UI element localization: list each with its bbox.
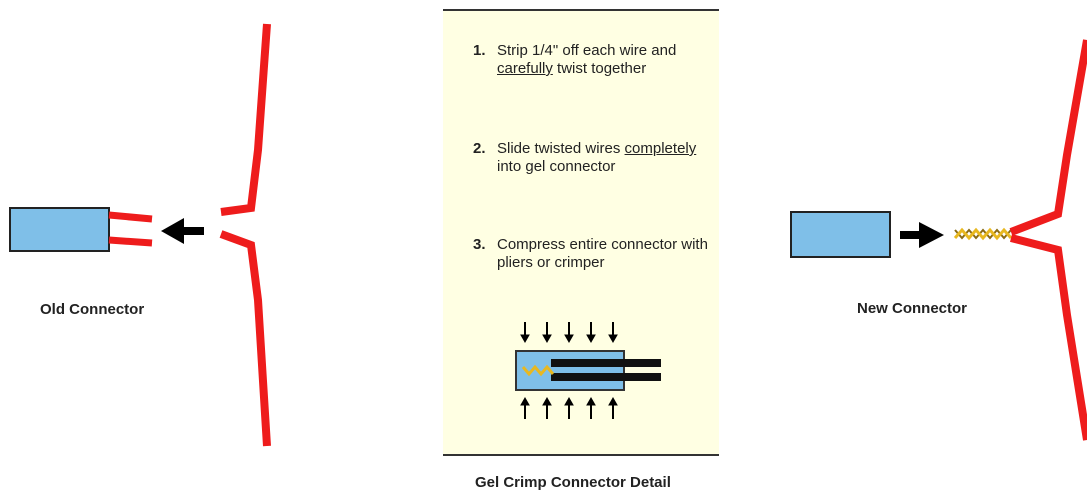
new-wire-lower <box>1010 234 1087 441</box>
new-direction-arrow <box>900 222 944 248</box>
inserted-wires <box>551 359 661 381</box>
new-connector-label: New Connector <box>857 300 968 317</box>
gel-crimp-detail-panel: 1. Strip 1/4" off each wire and carefull… <box>443 9 719 456</box>
gel-connector-body <box>515 350 625 391</box>
step-3: 3. Compress entire connector with pliers… <box>473 236 713 272</box>
compress-arrows-bottom <box>520 396 618 419</box>
twisted-wire-tip <box>521 364 555 377</box>
step-2-text: Slide twisted wires completely into gel … <box>497 140 697 175</box>
old-connector-label: Old Connector <box>40 301 145 318</box>
crimp-illustration <box>515 322 661 419</box>
new-wire-upper <box>1009 39 1087 236</box>
step-1-emphasis: carefully <box>497 60 553 77</box>
step-3-number: 3. <box>473 236 486 253</box>
step-1: 1. Strip 1/4" off each wire and carefull… <box>473 42 713 78</box>
new-connector-body <box>790 211 891 258</box>
old-wire-upper <box>220 23 271 216</box>
old-connector-wire-stub-bottom <box>108 236 153 247</box>
old-wire-lower <box>219 230 271 447</box>
step-1-text: Strip 1/4" off each wire and carefully t… <box>497 42 677 77</box>
step-3-text: Compress entire connector with pliers or… <box>497 236 708 271</box>
detail-panel-caption: Gel Crimp Connector Detail <box>475 474 671 491</box>
step-2-emphasis: completely <box>624 140 697 157</box>
step-2-number: 2. <box>473 140 486 157</box>
step-1-number: 1. <box>473 42 486 59</box>
old-direction-arrow <box>161 218 204 244</box>
compress-arrows-top <box>520 322 618 344</box>
step-2: 2. Slide twisted wires completely into g… <box>473 140 713 176</box>
new-twisted-wires <box>953 227 1013 241</box>
old-connector-body <box>9 207 110 252</box>
old-connector-wire-stub-top <box>108 211 153 223</box>
